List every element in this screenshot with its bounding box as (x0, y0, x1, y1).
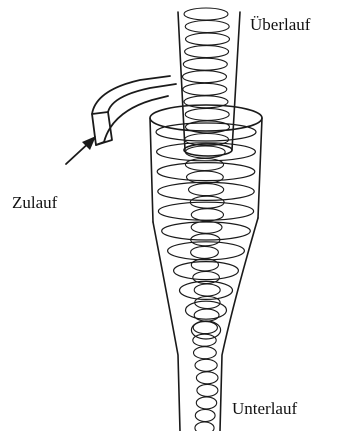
outer-spiral-loop (168, 242, 245, 260)
inner-spiral-loop (191, 209, 223, 221)
inner-spiral-loop (184, 8, 228, 20)
inner-spiral-loop (191, 246, 219, 258)
inner-spiral-loop (195, 359, 217, 371)
inner-spiral-loop (197, 384, 218, 396)
outer-spiral-loop (158, 182, 254, 200)
cyclone-body (150, 105, 262, 431)
outer-spiral-loop (156, 123, 256, 141)
inner-spiral-loop (196, 397, 216, 409)
inner-spiral-loop (187, 171, 224, 183)
inner-spiral-loop (196, 372, 218, 384)
overflow-label: Überlauf (250, 15, 311, 34)
outer-spiral-loop (162, 222, 251, 240)
inner-spiral-loop (183, 83, 227, 95)
inlet-duct-top-back (108, 84, 176, 112)
inlet-duct (92, 76, 176, 145)
inner-spiral-loop (186, 33, 230, 45)
cone-left-wall (153, 222, 180, 431)
cylinder-right-wall (258, 118, 262, 218)
inner-spiral-loop (185, 108, 229, 120)
inlet-arrow (66, 136, 96, 164)
inlet-label: Zulauf (12, 193, 58, 212)
inner-spiral-loop (195, 410, 215, 422)
inner-spiral-loop (189, 184, 224, 196)
inner-spiral-loop (194, 284, 220, 296)
inner-spiral-loop (191, 259, 218, 271)
inner-spiral-loop (194, 347, 217, 359)
cylinder-left-wall (150, 118, 153, 222)
underflow-label: Unterlauf (232, 399, 297, 418)
inner-spiral-loop (185, 46, 229, 58)
inner-spiral-loop (193, 334, 216, 346)
inner-spiral-loop (193, 322, 217, 334)
inner-spiral-loop (191, 221, 222, 233)
inner-spiral-loop (195, 422, 214, 431)
inner-spiral-loop (184, 96, 228, 108)
inner-spiral-loop (185, 21, 229, 33)
outer-spiral-loop (158, 202, 253, 220)
inner-spiral-loop (183, 58, 227, 70)
inner-spiral-loop (183, 71, 227, 83)
